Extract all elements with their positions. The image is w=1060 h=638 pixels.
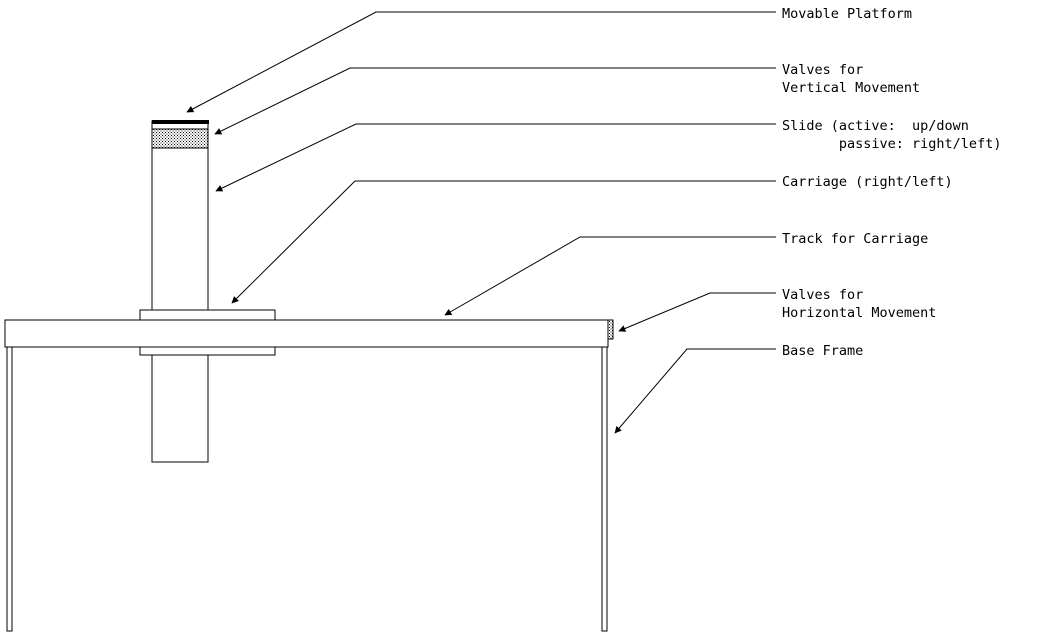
label-valves-horizontal-line2: Horizontal Movement	[782, 305, 937, 321]
base-frame-right-leg	[601, 346, 608, 632]
leader-movable-platform	[186, 11, 776, 113]
leader-carriage	[231, 180, 776, 304]
base-frame-left-leg	[6, 346, 13, 632]
carriage-top	[139, 309, 276, 321]
label-valves-vertical-line2: Vertical Movement	[782, 80, 921, 96]
label-movable-platform: Movable Platform	[782, 6, 913, 22]
label-slide-line2: passive: right/left)	[782, 136, 1002, 152]
movable-platform	[152, 120, 209, 124]
leader-valves-horizontal	[618, 292, 776, 332]
label-valves-horizontal-line1: Valves for	[782, 287, 864, 303]
track-for-carriage	[4, 319, 609, 348]
slide	[151, 120, 209, 463]
label-track: Track for Carriage	[782, 231, 929, 247]
base-frame	[6, 346, 608, 632]
leader-base-frame	[614, 348, 776, 434]
slide-column	[151, 120, 209, 463]
label-valves-vertical-line1: Valves for	[782, 62, 864, 78]
label-base-frame: Base Frame	[782, 343, 864, 359]
leader-slide	[215, 123, 776, 192]
carriage-bottom	[139, 346, 276, 356]
label-slide-line1: Slide (active: up/down	[782, 118, 969, 134]
valves-horizontal	[607, 319, 614, 340]
leader-track	[444, 236, 776, 316]
leader-lines	[186, 11, 776, 434]
label-carriage: Carriage (right/left)	[782, 174, 953, 190]
valves-vertical	[151, 128, 209, 149]
leader-valves-vertical	[214, 67, 776, 135]
